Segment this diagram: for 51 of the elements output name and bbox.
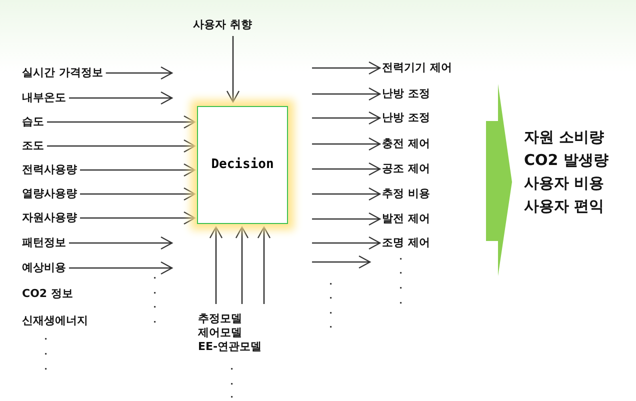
node-text: 사용자 편익 bbox=[524, 196, 604, 217]
node-text: 난방 조정 bbox=[382, 86, 430, 102]
arrow bbox=[47, 115, 196, 129]
arrow bbox=[106, 66, 173, 80]
arrow bbox=[312, 162, 381, 176]
node-text: 예상비용 bbox=[22, 260, 66, 276]
arrow bbox=[80, 163, 196, 177]
node-text: CO2 정보 bbox=[22, 286, 73, 302]
node-text: 전력기기 제어 bbox=[382, 60, 452, 76]
node-text: 추정 비용 bbox=[382, 186, 430, 202]
arrow bbox=[80, 211, 196, 225]
arrow bbox=[312, 187, 381, 201]
node-text: 조도 bbox=[22, 138, 44, 154]
node-text: 추정모델 bbox=[198, 312, 242, 326]
arrow bbox=[312, 87, 381, 101]
block-arrow bbox=[486, 84, 512, 276]
node-text: 습도 bbox=[22, 114, 44, 130]
arrow bbox=[312, 236, 381, 250]
node-text: Decision bbox=[211, 156, 274, 174]
node-text: 사용자 취향 bbox=[193, 17, 252, 33]
node-text: 발전 제어 bbox=[382, 211, 430, 227]
arrow bbox=[69, 261, 173, 275]
node-text: 충전 제어 bbox=[382, 136, 430, 152]
arrow bbox=[312, 137, 381, 151]
arrow bbox=[80, 187, 196, 201]
node-text: 제어모델 bbox=[198, 326, 242, 340]
arrow bbox=[47, 139, 196, 153]
arrow bbox=[69, 236, 173, 250]
arrow bbox=[69, 91, 173, 105]
arrow bbox=[312, 212, 381, 226]
arrow bbox=[257, 226, 271, 304]
arrow bbox=[235, 226, 249, 304]
node-text: 내부온도 bbox=[22, 90, 66, 106]
arrow bbox=[209, 226, 223, 304]
node-text: 자원사용량 bbox=[22, 210, 77, 226]
node-text: 전력사용량 bbox=[22, 162, 77, 178]
node-text: CO2 발생량 bbox=[524, 150, 608, 171]
node-text: 사용자 비용 bbox=[524, 173, 604, 194]
node-text: 난방 조정 bbox=[382, 110, 430, 126]
decision-box bbox=[197, 106, 288, 224]
node-text: 공조 제어 bbox=[382, 161, 430, 177]
node-text: 신재생에너지 bbox=[22, 313, 88, 329]
node-text: 패턴정보 bbox=[22, 235, 66, 251]
node-text: 자원 소비량 bbox=[524, 127, 604, 148]
node-text: 실시간 가격정보 bbox=[22, 65, 103, 81]
node-text: 조명 제어 bbox=[382, 235, 430, 251]
arrow bbox=[226, 36, 240, 103]
arrow bbox=[312, 111, 381, 125]
node-text: 열량사용량 bbox=[22, 186, 77, 202]
node-text: EE-연관모델 bbox=[198, 340, 262, 354]
arrow bbox=[312, 61, 381, 75]
